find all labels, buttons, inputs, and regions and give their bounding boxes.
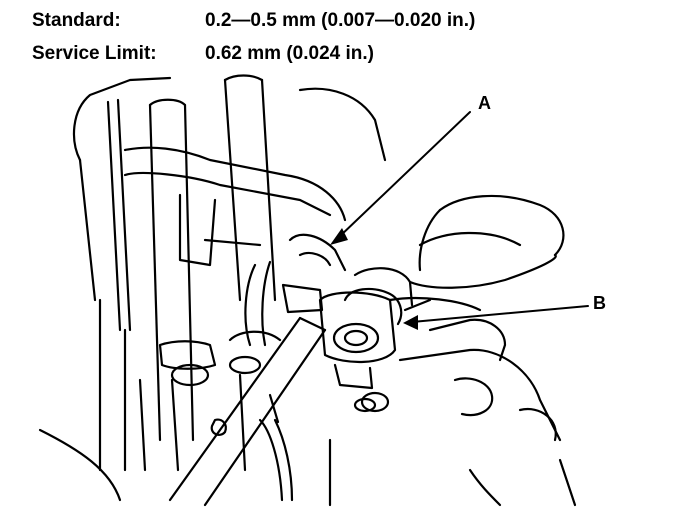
shift-fork [123, 146, 347, 370]
leader-line-a [337, 111, 471, 239]
transmission-housing [38, 76, 577, 507]
arrowhead-a [330, 228, 348, 245]
callout-label-b: B [593, 293, 606, 313]
arrowhead-b [403, 315, 418, 330]
feeler-gauge [168, 316, 327, 507]
standard-label: Standard: [32, 10, 121, 31]
callout-label-a: A [478, 93, 491, 113]
standard-value: 0.2—0.5 mm (0.007—0.020 in.) [205, 10, 476, 31]
service-limit-label: Service Limit: [32, 43, 157, 64]
leader-line-b [411, 305, 589, 323]
housing-bores [138, 355, 377, 472]
technician-hand [343, 194, 565, 326]
fork-pad [244, 233, 347, 347]
shift-shafts [106, 74, 277, 442]
synchro-sleeve [318, 291, 397, 413]
service-limit-value: 0.62 mm (0.024 in.) [205, 43, 374, 64]
